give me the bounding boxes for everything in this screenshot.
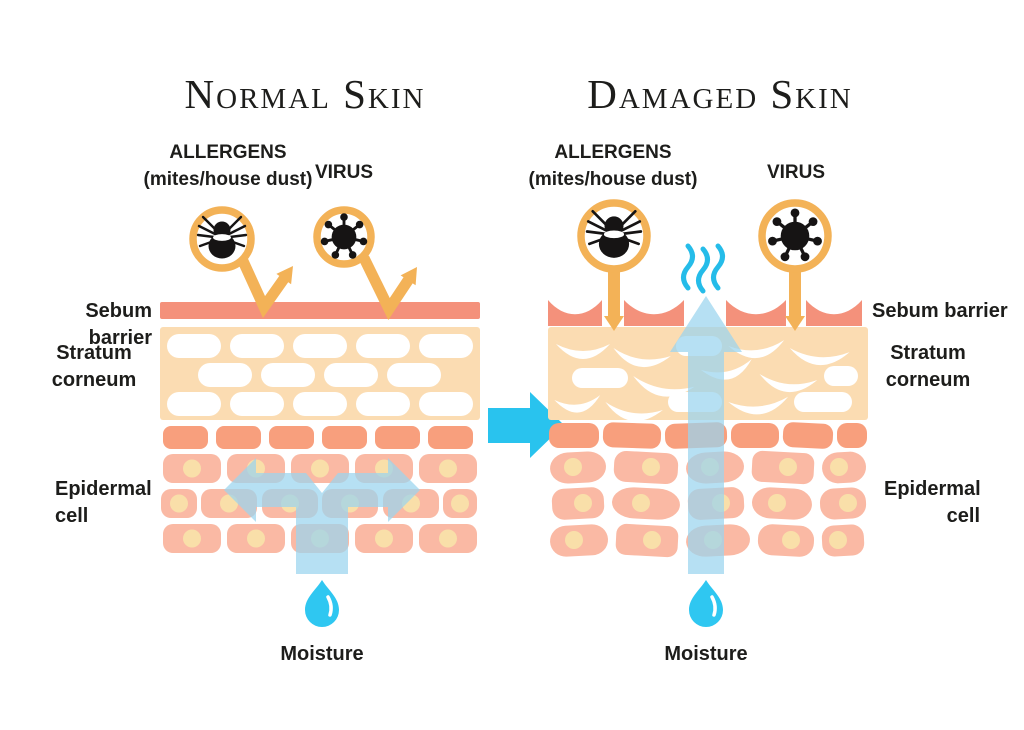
right-skin-layers <box>548 300 868 558</box>
left-moisture-drop <box>305 580 339 627</box>
right-sebum-barrier-label: Sebum barrier <box>872 300 1008 322</box>
right-panel-title: Damaged Skin <box>587 71 853 117</box>
left-virus-label: VIRUS <box>314 162 374 183</box>
left-pathogen-icons <box>189 206 375 272</box>
left-sebum-barrier-label: Sebum barrier <box>85 300 152 349</box>
allergens-text: ALLERGENS <box>554 142 672 163</box>
right-pathogen-icons <box>577 199 832 273</box>
moisture-drop-icon <box>689 580 723 627</box>
left-allergens-label: ALLERGENS (mites/house dust) <box>118 139 338 193</box>
left-epidermal-cell-label: Epidermal cell <box>55 478 152 527</box>
right-moisture-label: Moisture <box>664 643 748 665</box>
right-stratum-corneum-label: Stratum corneum <box>885 342 971 391</box>
moisture-drop-icon <box>305 580 339 627</box>
left-stratum-corneum-label: Stratum corneum <box>51 342 137 391</box>
transition-arrow-icon <box>488 392 564 458</box>
allergens-text: ALLERGENS <box>169 142 287 163</box>
virus-icon <box>320 213 368 259</box>
mite-icon <box>585 210 643 258</box>
steam-icon <box>681 243 725 294</box>
bounce-arrows <box>237 255 417 321</box>
allergens-subtext: (mites/house dust) <box>528 169 698 190</box>
right-virus-label: VIRUS <box>766 162 826 183</box>
allergens-subtext: (mites/house dust) <box>143 169 313 190</box>
right-moisture-drop <box>689 580 723 627</box>
right-allergens-label: ALLERGENS (mites/house dust) <box>503 139 723 193</box>
virus-icon <box>768 208 822 262</box>
moisture-spread-arrow-icon <box>224 458 420 574</box>
mite-icon <box>196 215 248 259</box>
moisture-escape-arrow-icon <box>670 296 742 574</box>
left-panel-title: Normal Skin <box>184 71 426 117</box>
penetrate-arrows <box>604 267 805 331</box>
right-epidermal-cell-label: Epidermal cell <box>884 478 981 527</box>
left-moisture-label: Moisture <box>280 643 364 665</box>
